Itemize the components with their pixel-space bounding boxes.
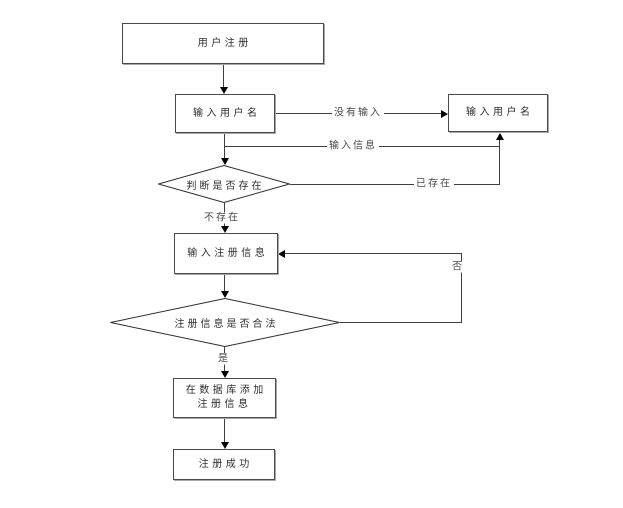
node-input-username: 输入用户名: [175, 94, 275, 133]
connector-input-to-check: [224, 133, 225, 158]
edge-label-no-input: 没有输入: [332, 107, 384, 119]
edge-label-no: 否: [450, 261, 466, 273]
diamond-shape: [158, 165, 290, 203]
decision-check-exists-label: 判断是否存在: [186, 180, 265, 192]
decision-check-exists: 判断是否存在: [158, 165, 290, 203]
node-add-registration-to-db-label: 在数据库添加 注册信息: [185, 385, 267, 410]
arrowhead-left-icon: [278, 250, 285, 258]
node-user-register: 用户注册: [122, 23, 324, 64]
arrowhead-down-icon: [220, 87, 228, 94]
decision-registration-info-valid-label: 注册信息是否合法: [174, 319, 279, 330]
arrowhead-down-icon: [221, 371, 229, 378]
edge-label-yes: 是: [216, 353, 232, 365]
arrowhead-down-icon: [221, 158, 229, 165]
node-input-registration-info: 输入注册信息: [174, 233, 278, 274]
node-input-registration-info-label: 输入注册信息: [187, 247, 269, 259]
connector-db-to-success: [224, 418, 225, 442]
edge-label-already-exists: 已存在: [414, 178, 454, 190]
decision-registration-info-valid: 注册信息是否合法: [110, 298, 340, 347]
edge-label-input-info: 输入信息: [327, 140, 379, 152]
connector-retry-vertical: [499, 140, 500, 184]
arrowhead-down-icon: [221, 291, 229, 298]
node-register-success: 注册成功: [173, 449, 275, 480]
connector-reginfo-to-valid: [224, 274, 225, 291]
node-input-username-retry: 输入用户名: [448, 94, 548, 132]
node-register-success-label: 注册成功: [198, 458, 253, 470]
node-add-registration-to-db: 在数据库添加 注册信息: [173, 378, 276, 418]
node-input-username-retry-label: 输入用户名: [466, 107, 534, 118]
node-user-register-label: 用户注册: [197, 37, 252, 49]
arrowhead-down-icon: [221, 226, 229, 233]
connector-already-exists: [290, 184, 500, 185]
arrowhead-right-icon: [441, 110, 448, 118]
arrowhead-down-icon: [221, 442, 229, 449]
connector-no-vertical: [461, 253, 462, 323]
connector-no-horizontal-top: [285, 253, 462, 254]
connector-start-to-input: [223, 64, 224, 87]
diamond-shape: [110, 298, 340, 347]
edge-label-not-exists: 不存在: [202, 212, 242, 224]
node-input-username-label: 输入用户名: [193, 107, 261, 119]
connector-no-horizontal-bottom: [340, 322, 462, 323]
arrowhead-up-icon: [496, 133, 504, 140]
